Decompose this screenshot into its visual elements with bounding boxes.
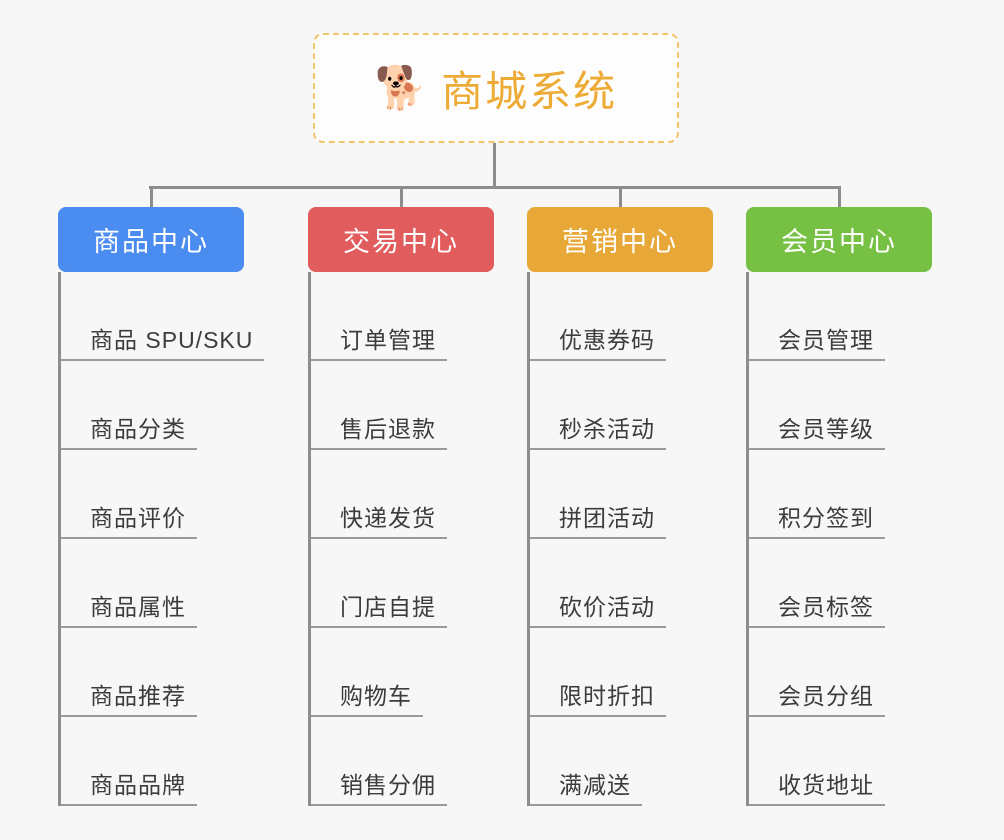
leaf-item-label: 商品 SPU/SKU — [90, 327, 254, 353]
category-title: 交易中心 — [343, 227, 459, 257]
leaf-item-underline — [311, 715, 423, 717]
leaf-item-label: 快递发货 — [340, 505, 436, 531]
leaf-item[interactable]: 快递发货 — [311, 450, 494, 539]
leaf-item-label: 积分签到 — [778, 505, 874, 531]
leaf-item-underline — [530, 448, 666, 450]
category-box-1[interactable]: 商品中心 — [58, 207, 244, 272]
leaf-item[interactable]: 商品评价 — [61, 450, 244, 539]
leaf-item-label: 满减送 — [559, 772, 631, 798]
leaf-item[interactable]: 门店自提 — [311, 539, 494, 628]
shiba-dog-face-icon: 🐕 — [374, 64, 428, 111]
leaf-item[interactable]: 砍价活动 — [530, 539, 713, 628]
root-title: 商城系统 — [441, 67, 618, 115]
category-box-4[interactable]: 会员中心 — [746, 207, 932, 272]
leaf-item[interactable]: 会员等级 — [749, 361, 932, 450]
leaf-item-label: 优惠券码 — [559, 327, 655, 353]
leaf-item-label: 拼团活动 — [559, 505, 655, 531]
leaf-item[interactable]: 商品品牌 — [61, 717, 244, 806]
leaf-item-underline — [61, 448, 197, 450]
leaf-item[interactable]: 商品分类 — [61, 361, 244, 450]
leaf-item-label: 门店自提 — [340, 594, 436, 620]
category-box-3[interactable]: 营销中心 — [527, 207, 713, 272]
leaf-item-underline — [61, 715, 197, 717]
leaf-item-underline — [749, 804, 885, 806]
leaf-item-underline — [749, 448, 885, 450]
leaf-item-label: 商品属性 — [90, 594, 186, 620]
leaf-item-label: 砍价活动 — [559, 594, 655, 620]
leaf-item-underline — [530, 537, 666, 539]
category-column-4: 会员中心会员管理会员等级积分签到会员标签会员分组收货地址 — [746, 207, 932, 806]
leaf-item[interactable]: 会员管理 — [749, 272, 932, 361]
leaf-item[interactable]: 满减送 — [530, 717, 713, 806]
leaf-item-label: 会员等级 — [778, 416, 874, 442]
leaf-item-label: 订单管理 — [340, 327, 436, 353]
connector-drop-1 — [150, 186, 153, 210]
connector-horizontal-bus — [149, 186, 841, 189]
leaf-list-3: 优惠券码秒杀活动拼团活动砍价活动限时折扣满减送 — [527, 272, 713, 806]
leaf-item-underline — [311, 359, 447, 361]
leaf-item[interactable]: 秒杀活动 — [530, 361, 713, 450]
category-box-2[interactable]: 交易中心 — [308, 207, 494, 272]
leaf-item-label: 限时折扣 — [559, 683, 655, 709]
connector-drop-3 — [619, 186, 622, 210]
leaf-item-label: 会员分组 — [778, 683, 874, 709]
leaf-list-4: 会员管理会员等级积分签到会员标签会员分组收货地址 — [746, 272, 932, 806]
leaf-item-underline — [61, 804, 197, 806]
category-column-1: 商品中心商品 SPU/SKU 商品分类商品评价商品属性商品推荐商品品牌 — [58, 207, 264, 806]
leaf-item[interactable]: 积分签到 — [749, 450, 932, 539]
leaf-item-underline — [61, 626, 197, 628]
leaf-item-underline — [530, 804, 642, 806]
leaf-list-1: 商品 SPU/SKU 商品分类商品评价商品属性商品推荐商品品牌 — [58, 272, 264, 806]
leaf-item[interactable]: 商品推荐 — [61, 628, 244, 717]
category-title: 会员中心 — [781, 227, 897, 257]
category-column-3: 营销中心优惠券码秒杀活动拼团活动砍价活动限时折扣满减送 — [527, 207, 713, 806]
leaf-item[interactable]: 会员分组 — [749, 628, 932, 717]
category-title: 商品中心 — [93, 227, 209, 257]
leaf-item[interactable]: 销售分佣 — [311, 717, 494, 806]
leaf-item-label: 购物车 — [340, 683, 412, 709]
leaf-item[interactable]: 商品 SPU/SKU — [61, 272, 264, 361]
leaf-item[interactable]: 优惠券码 — [530, 272, 713, 361]
leaf-item[interactable]: 收货地址 — [749, 717, 932, 806]
leaf-item-label: 会员标签 — [778, 594, 874, 620]
leaf-item-label: 商品推荐 — [90, 683, 186, 709]
leaf-item-underline — [311, 804, 447, 806]
leaf-item-underline — [749, 359, 885, 361]
leaf-item-underline — [61, 537, 197, 539]
leaf-item[interactable]: 商品属性 — [61, 539, 244, 628]
leaf-item-underline — [749, 715, 885, 717]
leaf-item-underline — [61, 359, 264, 361]
leaf-item-underline — [749, 537, 885, 539]
connector-root-stem — [493, 143, 496, 188]
leaf-item-label: 商品分类 — [90, 416, 186, 442]
leaf-item[interactable]: 拼团活动 — [530, 450, 713, 539]
leaf-item-label: 秒杀活动 — [559, 416, 655, 442]
leaf-item[interactable]: 会员标签 — [749, 539, 932, 628]
leaf-item-underline — [311, 626, 447, 628]
leaf-item-label: 商品品牌 — [90, 772, 186, 798]
leaf-item-label: 会员管理 — [778, 327, 874, 353]
leaf-item[interactable]: 购物车 — [311, 628, 494, 717]
leaf-item-underline — [311, 537, 447, 539]
category-column-2: 交易中心订单管理售后退款快递发货门店自提购物车销售分佣 — [308, 207, 494, 806]
leaf-item-label: 售后退款 — [340, 416, 436, 442]
leaf-item-label: 收货地址 — [778, 772, 874, 798]
leaf-item-label: 商品评价 — [90, 505, 186, 531]
leaf-item[interactable]: 售后退款 — [311, 361, 494, 450]
leaf-item-underline — [530, 626, 666, 628]
leaf-item-underline — [530, 359, 666, 361]
leaf-item[interactable]: 限时折扣 — [530, 628, 713, 717]
connector-drop-4 — [838, 186, 841, 210]
leaf-list-2: 订单管理售后退款快递发货门店自提购物车销售分佣 — [308, 272, 494, 806]
leaf-item-underline — [749, 626, 885, 628]
leaf-item-underline — [311, 448, 447, 450]
root-node[interactable]: 🐕 商城系统 — [313, 33, 679, 143]
leaf-item[interactable]: 订单管理 — [311, 272, 494, 361]
category-title: 营销中心 — [562, 227, 678, 257]
leaf-item-label: 销售分佣 — [340, 772, 436, 798]
connector-drop-2 — [400, 186, 403, 210]
leaf-item-underline — [530, 715, 666, 717]
